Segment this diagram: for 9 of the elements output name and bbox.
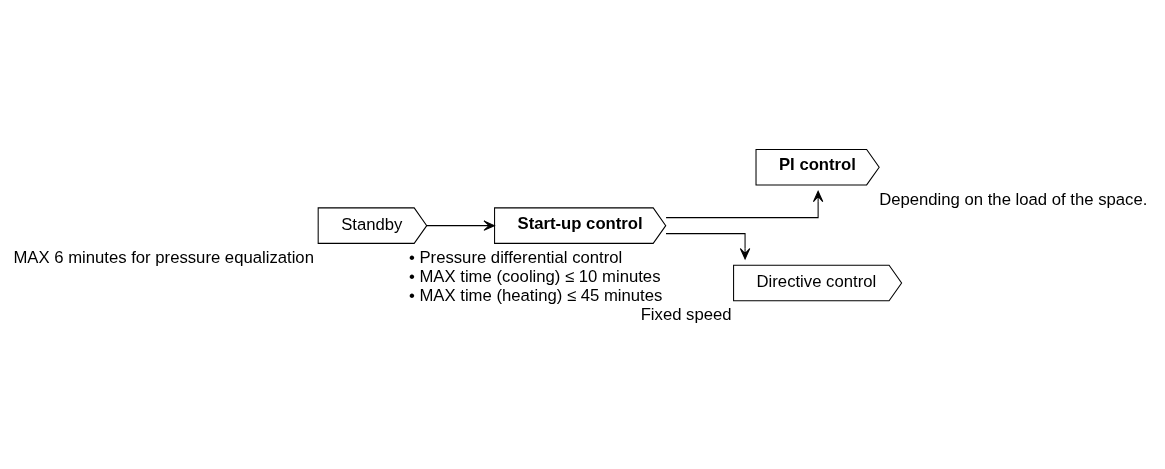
node-label: Fixed speed	[640, 305, 732, 325]
node-label: Depending on the load of the space.	[879, 189, 1148, 209]
arrow	[426, 220, 495, 231]
node-label: • MAX time (heating) ≤ 45 minutes	[408, 285, 663, 305]
node-label: • Pressure differential control	[408, 247, 623, 267]
node-label: MAX 6 minutes for pressure equalization	[13, 247, 314, 267]
arrow	[665, 233, 751, 260]
arrow	[665, 190, 824, 219]
node-label: • MAX time (cooling) ≤ 10 minutes	[408, 266, 661, 286]
